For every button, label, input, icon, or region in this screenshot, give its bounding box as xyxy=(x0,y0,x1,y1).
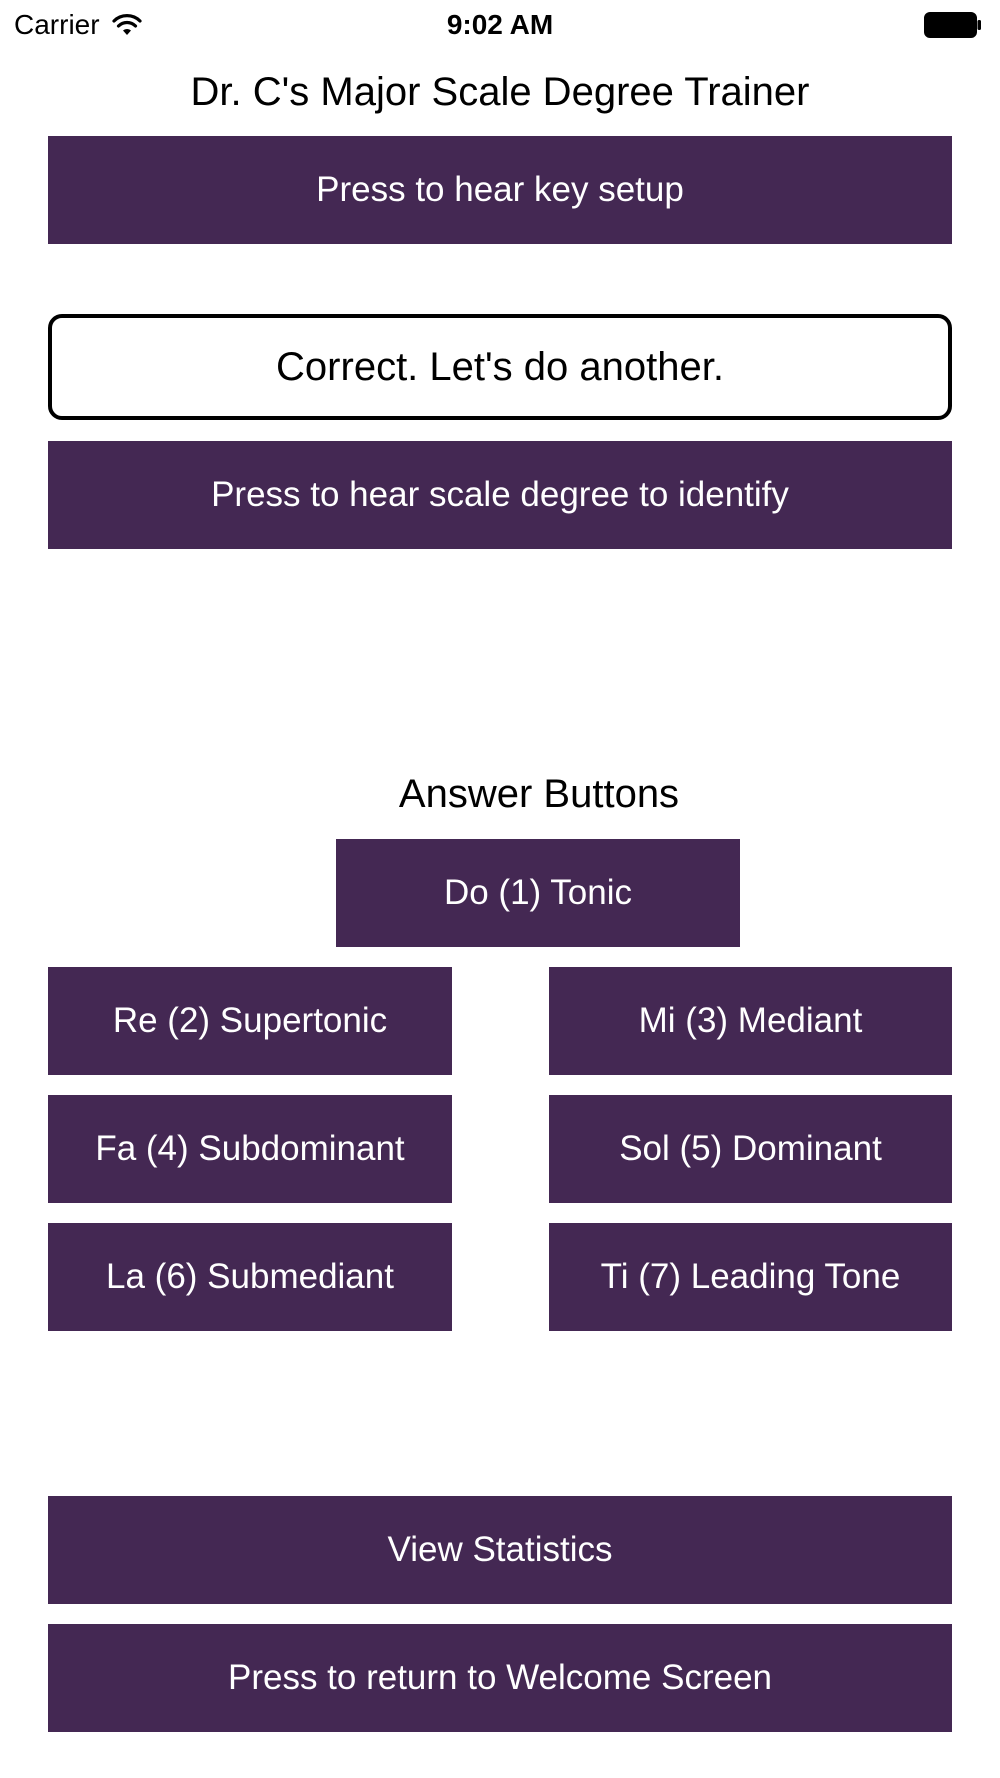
answer-button-fa[interactable]: Fa (4) Subdominant xyxy=(48,1095,452,1203)
carrier-label: Carrier xyxy=(14,9,100,40)
battery-icon xyxy=(924,12,981,38)
answer-label: Re (2) Supertonic xyxy=(112,1001,388,1040)
view-statistics-label: View Statistics xyxy=(387,1530,613,1569)
hear-key-setup-button[interactable]: Press to hear key setup xyxy=(48,136,952,244)
return-welcome-label: Press to return to Welcome Screen xyxy=(227,1658,773,1697)
status-bar: Carrier 9:02 AM xyxy=(0,0,1000,50)
feedback-message: Correct. Let's do another. xyxy=(48,314,952,420)
answer-label: Ti (7) Leading Tone xyxy=(600,1257,901,1296)
page-title: Dr. C's Major Scale Degree Trainer xyxy=(190,70,810,114)
answer-button-re[interactable]: Re (2) Supertonic xyxy=(48,967,452,1075)
answer-label: Sol (5) Dominant xyxy=(619,1129,882,1168)
answer-button-la[interactable]: La (6) Submediant xyxy=(48,1223,452,1331)
carrier-indicator: Carrier xyxy=(14,8,142,42)
hear-scale-degree-button[interactable]: Press to hear scale degree to identify xyxy=(48,441,952,549)
status-time: 9:02 AM xyxy=(446,9,554,40)
answer-label: Do (1) Tonic xyxy=(443,873,633,912)
answer-label: Fa (4) Subdominant xyxy=(95,1129,405,1168)
answer-button-mi[interactable]: Mi (3) Mediant xyxy=(549,967,952,1075)
view-statistics-button[interactable]: View Statistics xyxy=(48,1496,952,1604)
feedback-text: Correct. Let's do another. xyxy=(276,344,724,389)
answer-buttons-heading: Answer Buttons xyxy=(398,772,680,816)
answer-button-ti[interactable]: Ti (7) Leading Tone xyxy=(549,1223,952,1331)
answer-label: Mi (3) Mediant xyxy=(638,1001,863,1040)
hear-key-setup-label: Press to hear key setup xyxy=(316,170,684,209)
wifi-icon xyxy=(111,14,142,35)
return-welcome-button[interactable]: Press to return to Welcome Screen xyxy=(48,1624,952,1732)
answer-label: La (6) Submediant xyxy=(106,1257,394,1296)
hear-scale-degree-label: Press to hear scale degree to identify xyxy=(211,475,789,514)
answer-button-do[interactable]: Do (1) Tonic xyxy=(336,839,740,947)
answer-button-sol[interactable]: Sol (5) Dominant xyxy=(549,1095,952,1203)
